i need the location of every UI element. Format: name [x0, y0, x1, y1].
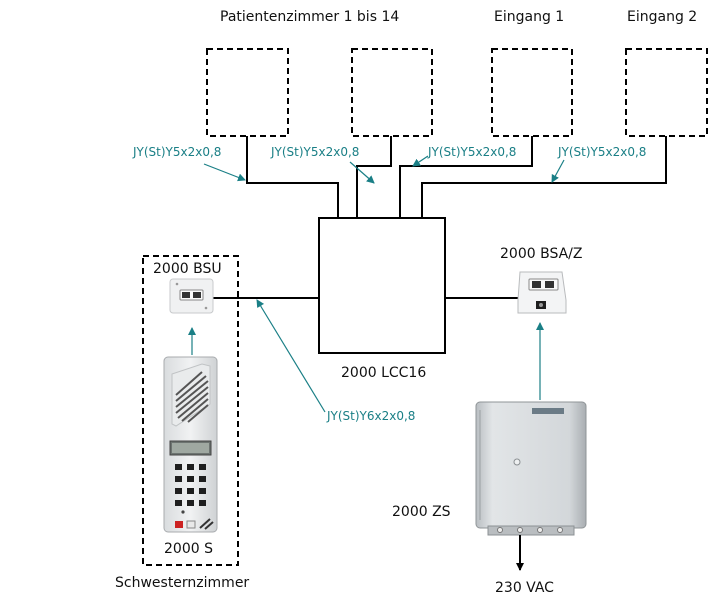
- room-box-entrance-1: [491, 48, 573, 137]
- patient-rooms-label: Patientenzimmer 1 bis 14: [220, 9, 399, 25]
- room-box-patient-a: [206, 48, 289, 137]
- nurse-room-box: [142, 255, 239, 566]
- bsa-z-device: [517, 271, 567, 314]
- room-box-patient-b: [351, 48, 433, 137]
- s-label: 2000 S: [164, 541, 213, 557]
- mains-label: 230 VAC: [495, 580, 554, 596]
- lcc16-unit: [318, 217, 446, 354]
- intercom-terminal: [163, 356, 218, 533]
- cable-label-5: JY(St)Y6x2x0,8: [326, 409, 415, 423]
- cable-label-1: JY(St)Y5x2x0,8: [132, 145, 221, 159]
- lcc16-label: 2000 LCC16: [341, 365, 426, 381]
- entrance-1-label: Eingang 1: [494, 9, 564, 25]
- cable-pointers: [188, 155, 565, 413]
- zs-cabinet: [475, 401, 587, 536]
- cable-label-4: JY(St)Y5x2x0,8: [557, 145, 646, 159]
- bsu-label: 2000 BSU: [153, 261, 222, 277]
- nurse-room-label: Schwesternzimmer: [115, 575, 249, 591]
- room-box-entrance-2: [625, 48, 708, 137]
- bsu-socket: [169, 278, 214, 314]
- cable-label-2: JY(St)Y5x2x0,8: [270, 145, 359, 159]
- zs-label: 2000 ZS: [392, 504, 451, 520]
- wiring: [212, 136, 667, 299]
- cable-label-3: JY(St)Y5x2x0,8: [427, 145, 516, 159]
- bsa-z-label: 2000 BSA/Z: [500, 246, 582, 262]
- entrance-2-label: Eingang 2: [627, 9, 697, 25]
